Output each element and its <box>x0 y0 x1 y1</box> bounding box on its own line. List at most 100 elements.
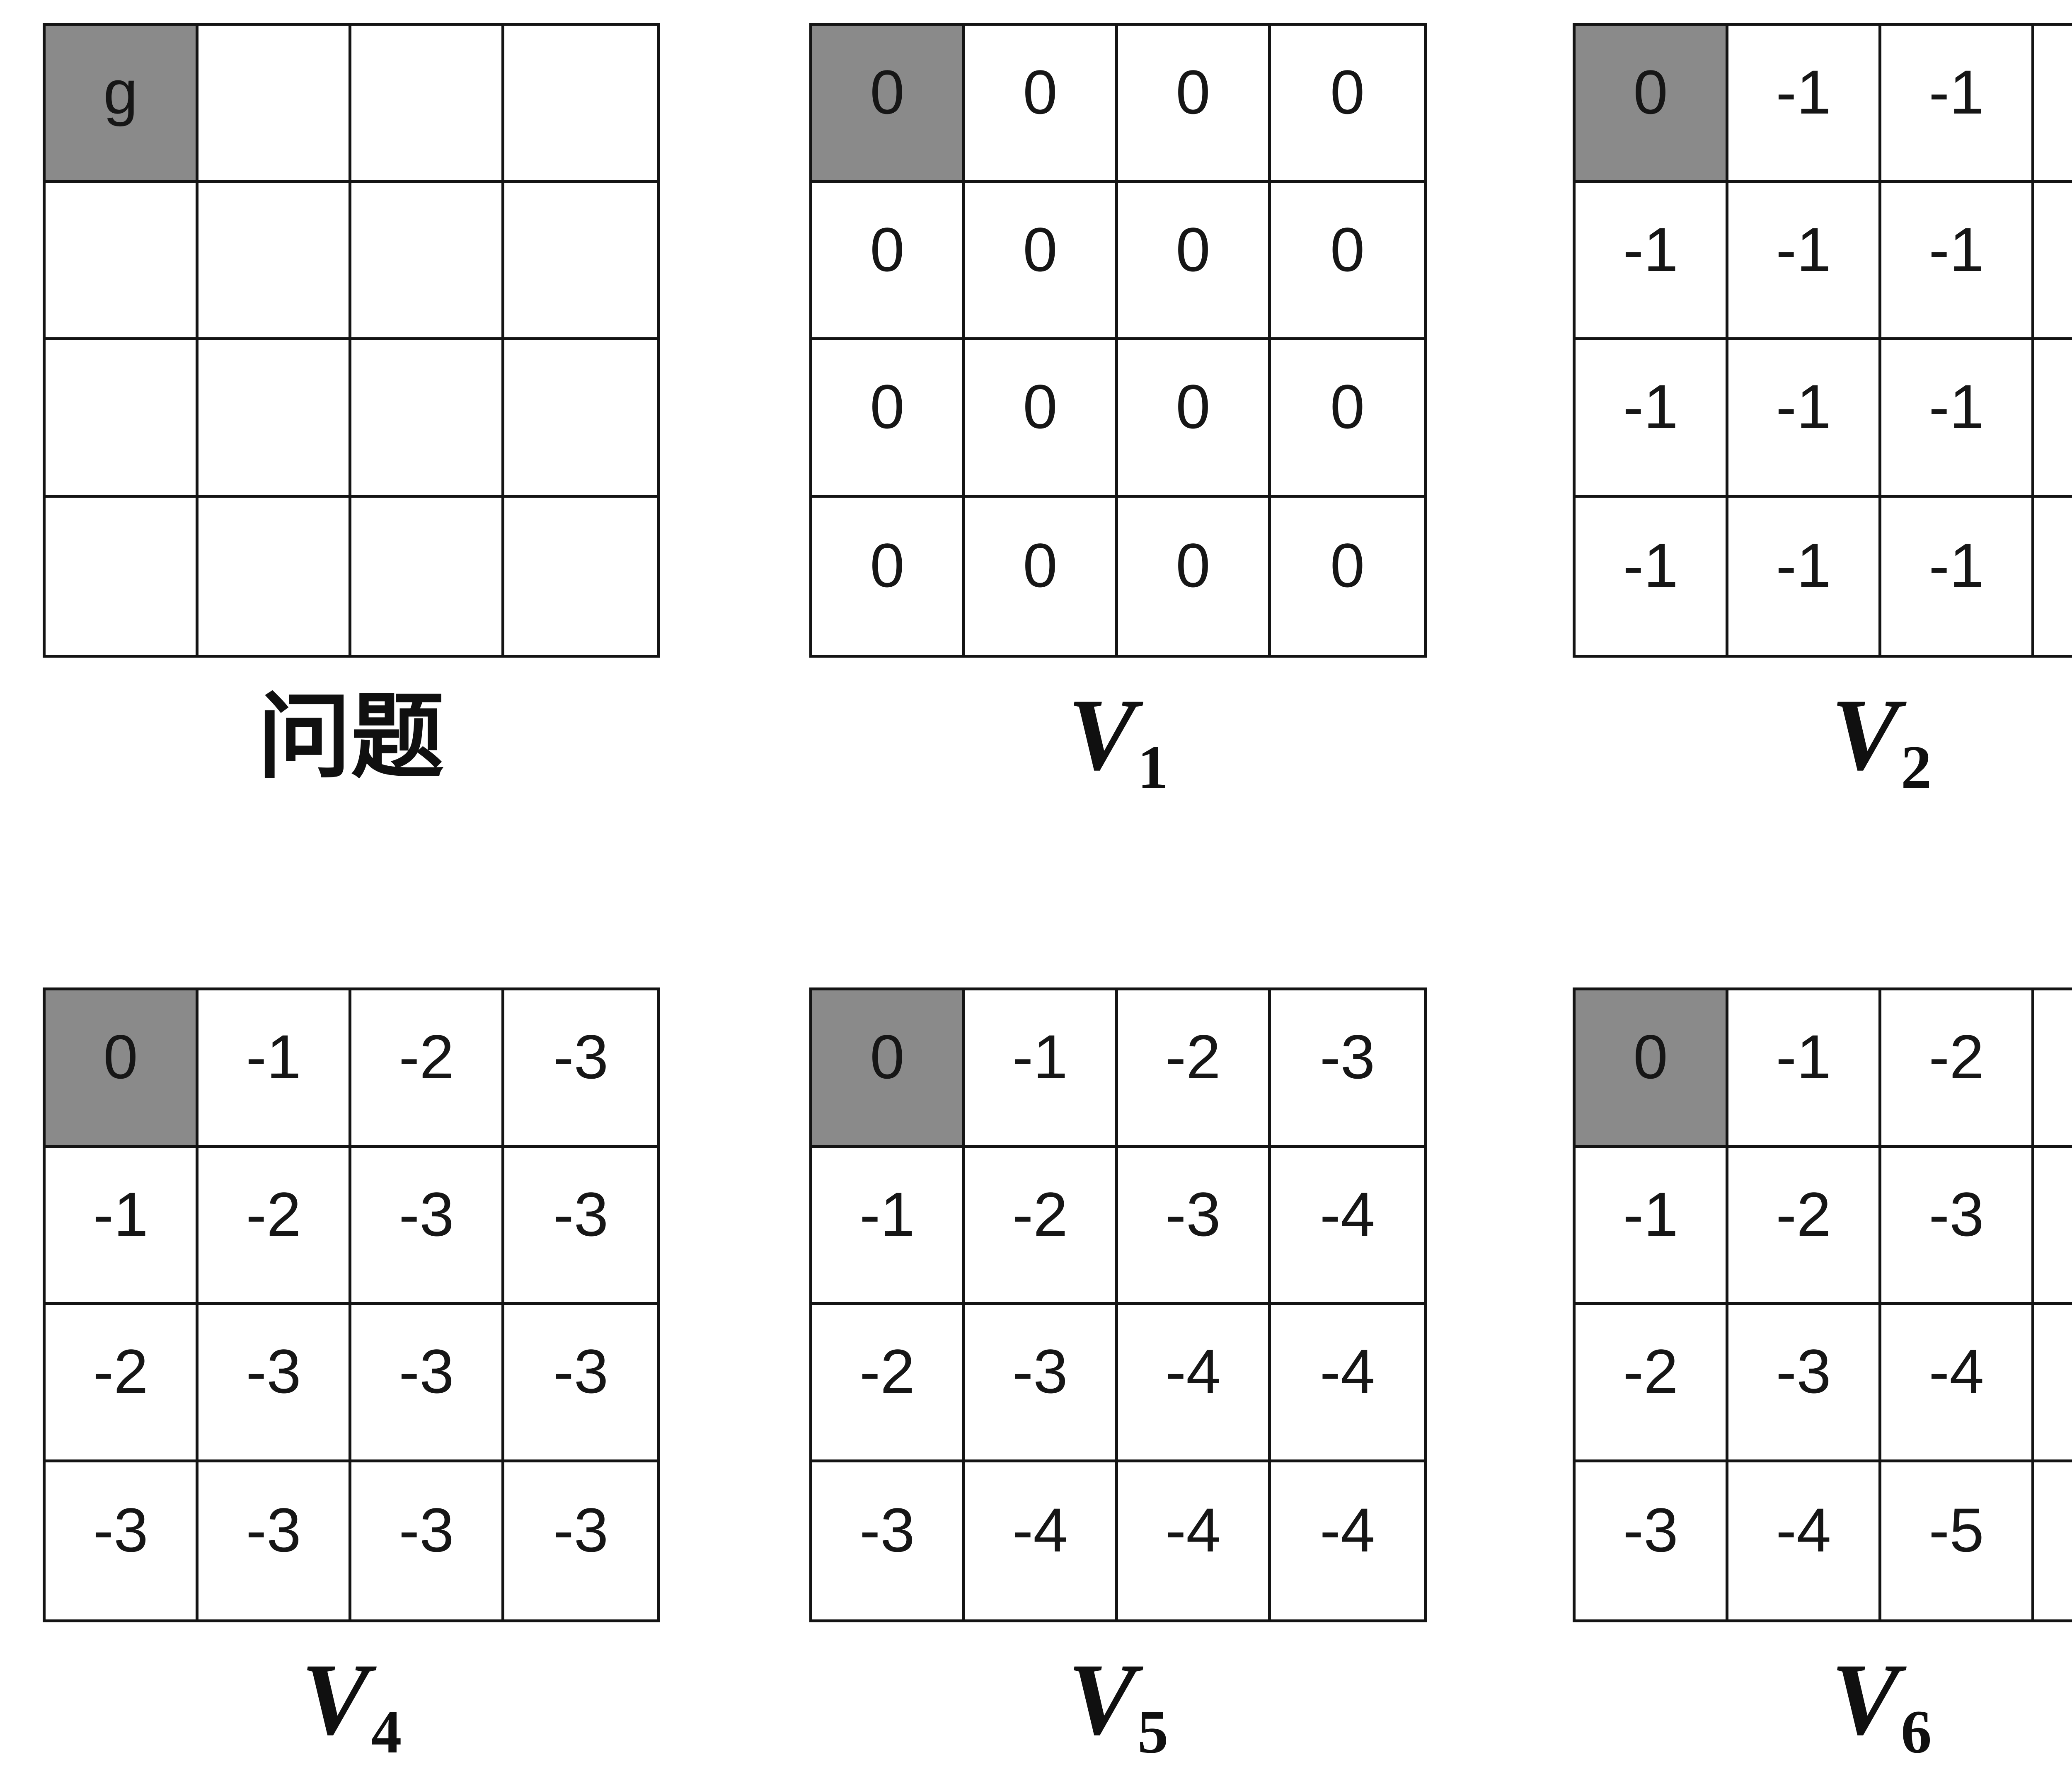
grid-label: V2 <box>1573 678 2072 809</box>
goal-cell: 0 <box>812 990 965 1148</box>
problem-grid: g <box>43 23 660 658</box>
grid-cell: -1 <box>1728 497 1881 655</box>
grid-cell: -1 <box>1881 183 2034 340</box>
grid-cell <box>198 183 351 340</box>
grid-cell: 0 <box>965 26 1118 183</box>
grid-cell: -1 <box>1728 26 1881 183</box>
v-label-base: V <box>301 1642 370 1756</box>
grid-cell: 0 <box>1118 497 1271 655</box>
grid-cell: -1 <box>1576 340 1728 498</box>
grid-problem: g 问题 <box>43 23 660 809</box>
grid-cell: -2 <box>46 1305 198 1462</box>
grid-cell <box>46 183 198 340</box>
grid-cell <box>351 497 504 655</box>
v-label-subscript: 6 <box>1900 1697 1932 1766</box>
v-label: V2 <box>1831 678 1932 798</box>
grid-cell: -4 <box>1881 1305 2034 1462</box>
grid-cell: -3 <box>1271 990 1424 1148</box>
grid-cell: -1 <box>812 1147 965 1305</box>
grid-cell: 0 <box>1118 26 1271 183</box>
grid-cell: 0 <box>965 497 1118 655</box>
grid-cell: 0 <box>1118 183 1271 340</box>
v-label: V5 <box>1068 1642 1169 1762</box>
v-label: V6 <box>1831 1642 1932 1762</box>
v-label-subscript: 1 <box>1137 733 1169 801</box>
grid-cell <box>504 183 657 340</box>
grid-label: V4 <box>43 1645 660 1774</box>
grid-cell: -2 <box>351 990 504 1148</box>
problem-label-text: 问题 <box>257 686 444 789</box>
grid-cell: -1 <box>2034 26 2072 183</box>
grid-v5: 0-1-2-3-1-2-3-4-2-3-4-4-3-4-4-4 V5 <box>809 987 1427 1774</box>
grid-cell: -1 <box>1881 26 2034 183</box>
grid-cell <box>198 340 351 498</box>
grid-cell <box>198 497 351 655</box>
v2-grid: 0-1-1-1-1-1-1-1-1-1-1-1-1-1-1-1 <box>1573 23 2072 658</box>
grid-cell <box>504 498 657 655</box>
v-label-base: V <box>1831 678 1900 791</box>
grid-cell: -3 <box>1118 1147 1271 1305</box>
grid-cell <box>351 183 504 340</box>
grid-label: V1 <box>809 678 1427 809</box>
grid-cell: -4 <box>1118 1462 1271 1619</box>
grid-cell: -3 <box>351 1462 504 1619</box>
grid-cell: -3 <box>46 1462 198 1619</box>
grid-cell: -3 <box>1881 1147 2034 1305</box>
grid-cell: -4 <box>965 1462 1118 1619</box>
grid-cell: -2 <box>1728 1147 1881 1305</box>
v4-grid: 0-1-2-3-1-2-3-3-2-3-3-3-3-3-3-3 <box>43 987 660 1622</box>
grid-cell: -1 <box>1881 497 2034 655</box>
grid-cell: -3 <box>1576 1462 1728 1619</box>
v-label-subscript: 5 <box>1137 1697 1169 1766</box>
v-label-base: V <box>1831 1642 1900 1756</box>
grid-v6: 0-1-2-3-1-2-3-4-2-3-4-5-3-4-5-5 V6 <box>1573 987 2072 1774</box>
grid-cell: -5 <box>2034 1305 2072 1462</box>
grid-cell: 0 <box>1330 530 1365 600</box>
grid-cell: -4 <box>2034 1148 2072 1305</box>
v-label-subscript: 4 <box>370 1697 402 1766</box>
grid-cell: 0 <box>1118 340 1271 498</box>
goal-cell: 0 <box>1576 26 1728 183</box>
grid-cell: -1 <box>1728 990 1881 1148</box>
grid-cell: -4 <box>1271 1148 1424 1305</box>
grid-cell: -3 <box>351 1147 504 1305</box>
v-label: V1 <box>1067 678 1169 798</box>
grid-cell: -1 <box>2034 183 2072 340</box>
v-label-subscript: 2 <box>1900 733 1932 801</box>
grid-cell: -3 <box>504 1305 657 1462</box>
grid-cell: -4 <box>1319 1495 1375 1565</box>
grid-cell: -3 <box>504 990 657 1148</box>
grid-cell: -2 <box>812 1305 965 1462</box>
grid-cell: -4 <box>1271 1305 1424 1462</box>
grid-cell <box>198 26 351 183</box>
grid-cell: -5 <box>1881 1462 2034 1619</box>
grid-cell: -3 <box>553 1495 609 1565</box>
grid-cell: -1 <box>198 990 351 1148</box>
grid-cell: 0 <box>812 340 965 498</box>
goal-cell: g <box>46 26 198 183</box>
grid-label: 问题 <box>43 681 660 809</box>
grid-cell <box>351 26 504 183</box>
grid-cell: -3 <box>1728 1305 1881 1462</box>
grid-cell: -1 <box>1576 183 1728 340</box>
grid-cell: -3 <box>965 1305 1118 1462</box>
grid-cell: 0 <box>1271 26 1424 183</box>
grid-cell <box>504 26 657 183</box>
grid-cell: -4 <box>1728 1462 1881 1619</box>
grid-label: V5 <box>809 1645 1427 1774</box>
v-label: V4 <box>301 1642 402 1762</box>
grid-cell <box>504 340 657 498</box>
grid-cell: -2 <box>198 1147 351 1305</box>
grid-cell: -2 <box>965 1147 1118 1305</box>
v5-grid: 0-1-2-3-1-2-3-4-2-3-4-4-3-4-4-4 <box>809 987 1427 1622</box>
grid-v4: 0-1-2-3-1-2-3-3-2-3-3-3-3-3-3-3 V4 <box>43 987 660 1774</box>
grid-cell: -1 <box>2034 498 2072 655</box>
grid-cell <box>351 340 504 498</box>
grid-cell: -2 <box>1881 990 2034 1148</box>
grid-cell: 0 <box>1271 340 1424 498</box>
grid-cell: -1 <box>2034 340 2072 498</box>
goal-cell: 0 <box>46 990 198 1148</box>
v-label-base: V <box>1067 678 1137 791</box>
